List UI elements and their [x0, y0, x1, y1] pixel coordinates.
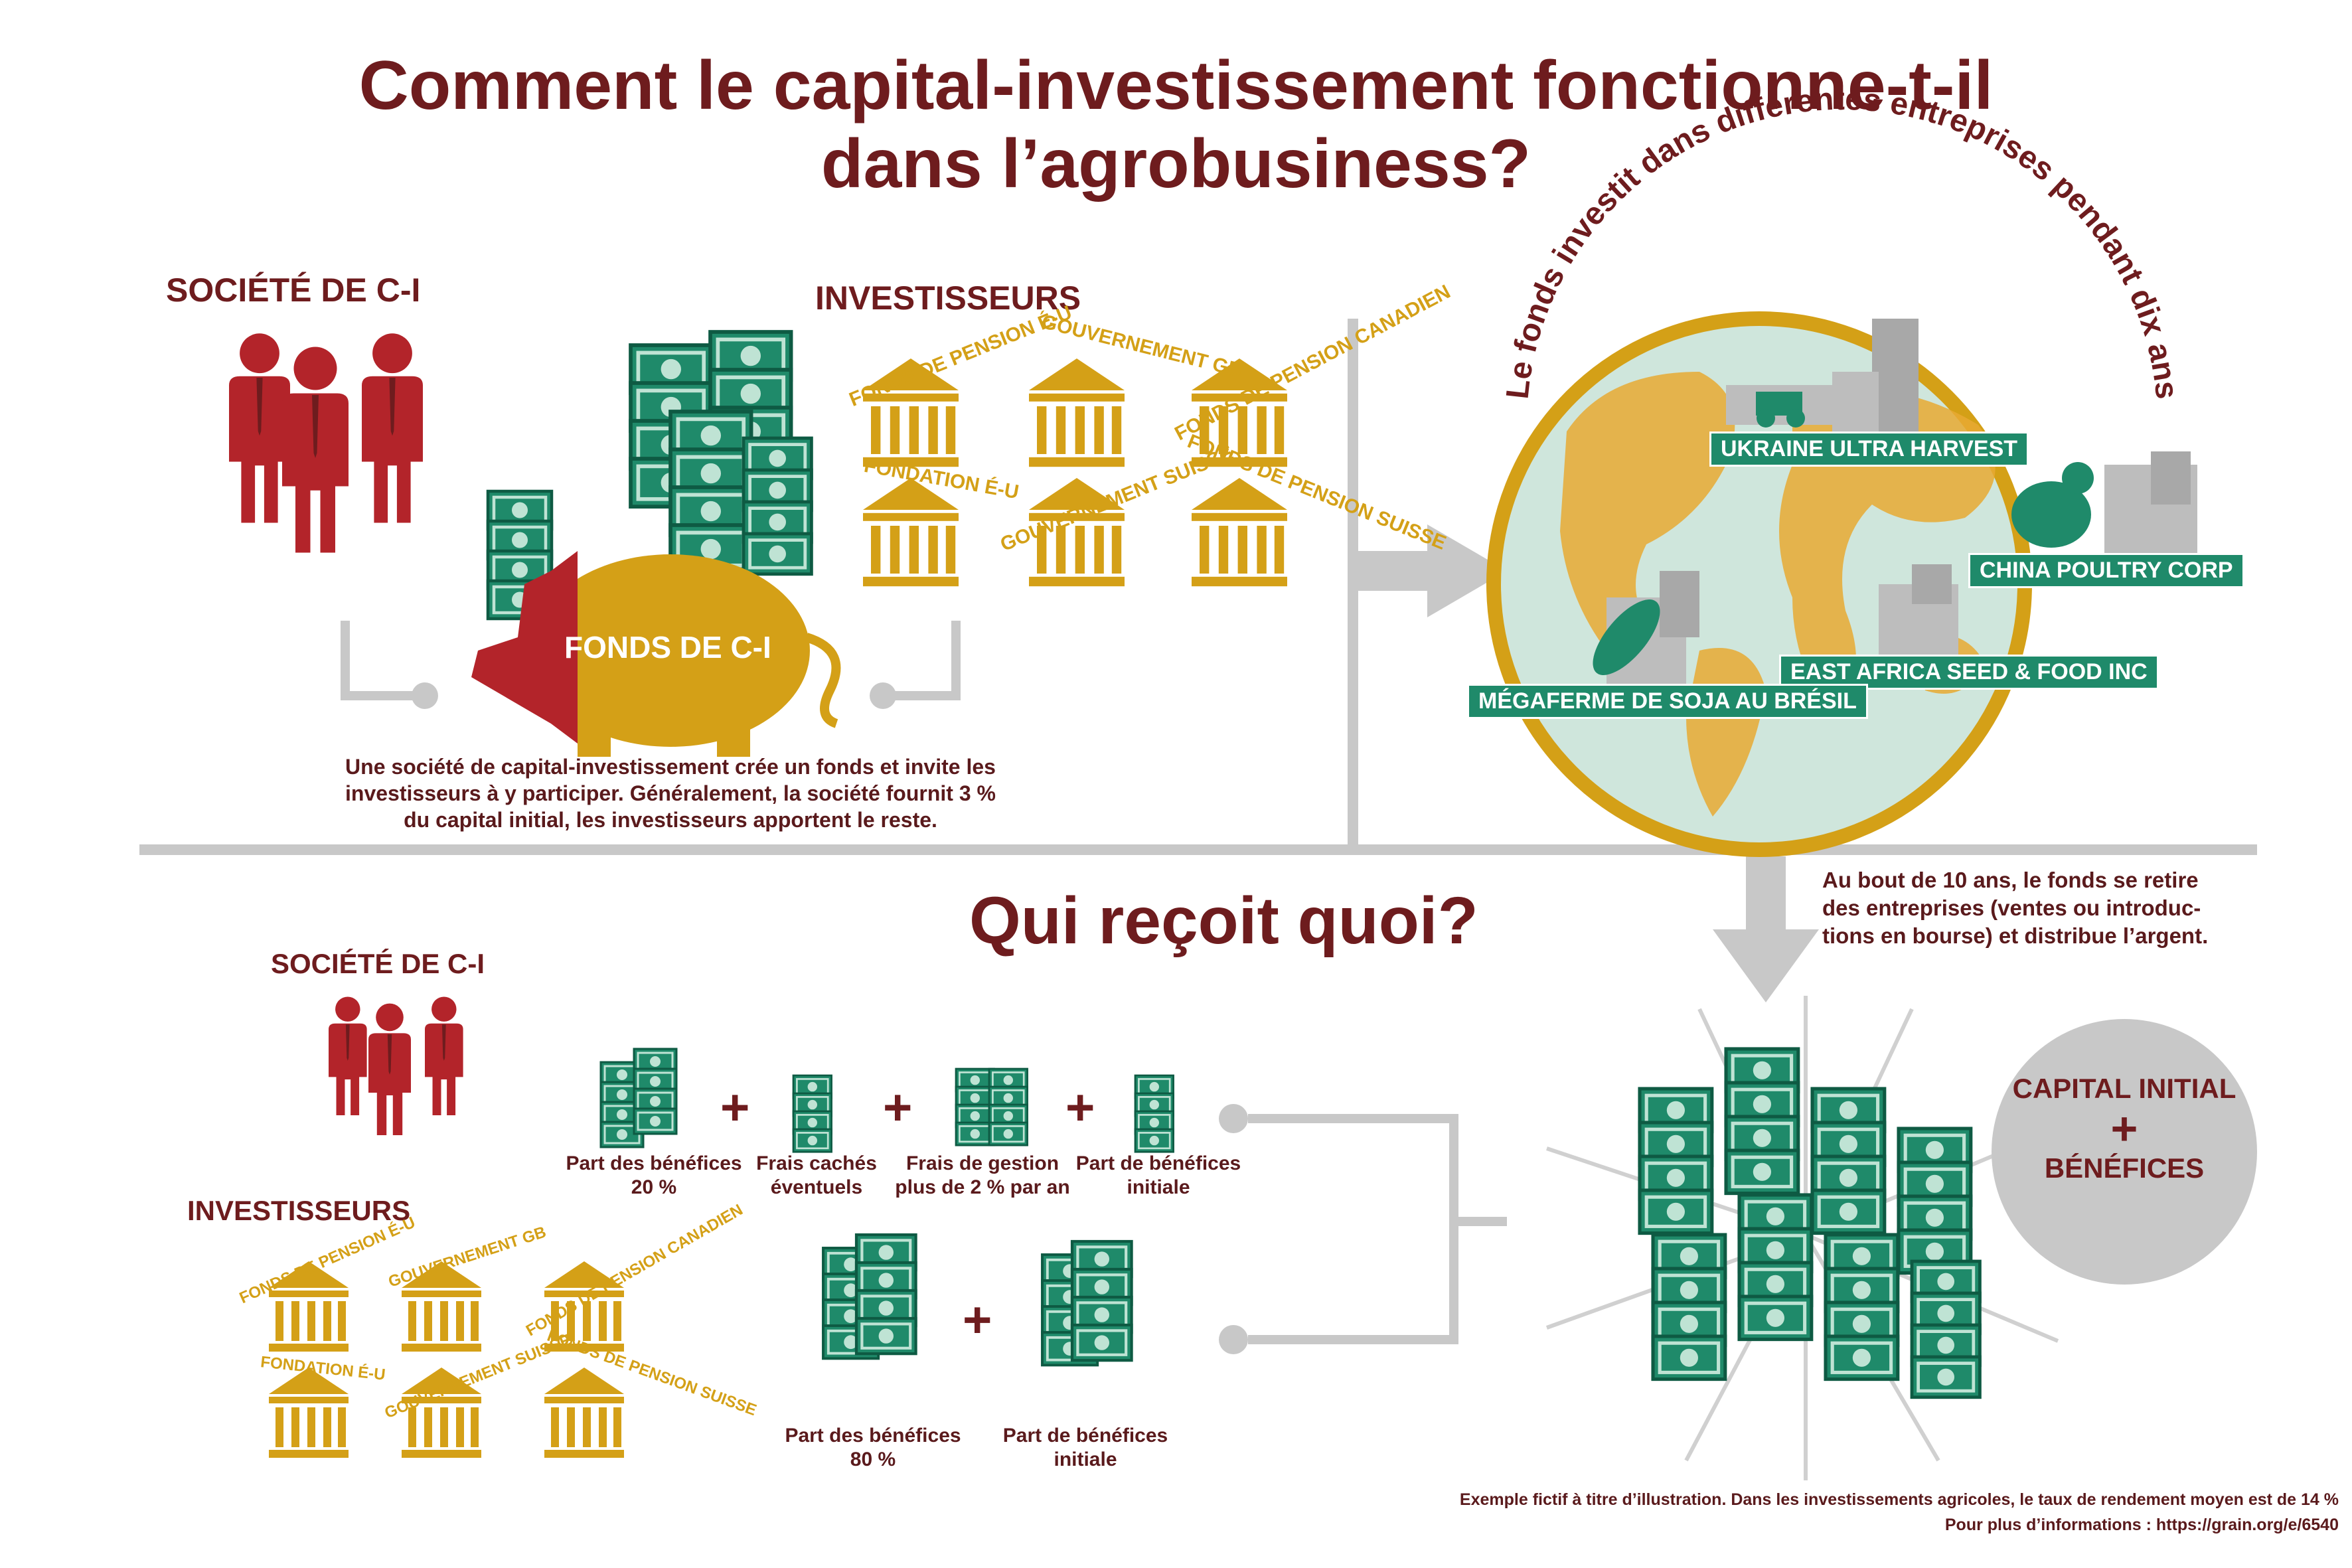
- footer-note: Exemple fictif à titre d’illustration. D…: [1459, 1490, 2339, 1534]
- investor-item-caption: Part de bénéfices initiale: [1002, 1425, 1168, 1470]
- payout-circle-text: CAPITAL INITIAL + BÉNÉFICES: [2012, 1073, 2236, 1184]
- section-title: Qui reçoit quoi?: [969, 884, 1478, 958]
- payout-money-stack-icon: [1640, 1049, 1980, 1397]
- investor-item-caption: Part des bénéfices 80 %: [785, 1425, 961, 1470]
- plus-sign: +: [963, 1292, 992, 1348]
- company-label-ukraine: UKRAINE ULTRA HARVEST: [1709, 431, 2029, 467]
- piggy-bank-icon: [471, 551, 841, 757]
- exit-text: Au bout de 10 ans, le fonds se retire de…: [1822, 868, 2209, 948]
- payout-circle: [1992, 1019, 2257, 1285]
- ci-firm-people-small-icon: [329, 996, 463, 1135]
- ci-firm-label: SOCIÉTÉ DE C-I: [166, 272, 421, 309]
- company-label-china: CHINA POULTRY CORP: [1968, 553, 2244, 588]
- horizontal-divider: [139, 844, 2257, 855]
- fund-label: FONDS DE C-I: [564, 630, 771, 665]
- ci-firm-people-icon: [229, 333, 423, 553]
- firm-item-caption: Part de bénéfices initiale: [1075, 1152, 1241, 1198]
- firm-item-caption: Frais de gestion plus de 2 % par an: [895, 1152, 1070, 1198]
- firm-item-caption: Part des bénéfices 20 %: [566, 1152, 742, 1198]
- page-title-line1: Comment le capital-investissement foncti…: [358, 47, 1994, 124]
- company-label-brazil: MÉGAFERME DE SOJA AU BRÉSIL: [1467, 684, 1868, 719]
- vertical-divider: [1348, 319, 1358, 850]
- investors-label: INVESTISSEURS: [815, 279, 1081, 317]
- plus-sign: +: [1065, 1079, 1095, 1136]
- page-title: Comment le capital-investissement foncti…: [0, 46, 2352, 203]
- ci-firm-label-bottom: SOCIÉTÉ DE C-I: [271, 948, 485, 979]
- right-arrow: [1358, 524, 1507, 617]
- page-title-line2: dans l’agrobusiness?: [821, 125, 1531, 202]
- investors-label-bottom: INVESTISSEURS: [187, 1195, 411, 1226]
- plus-sign: +: [720, 1079, 750, 1136]
- plus-sign: +: [883, 1079, 913, 1136]
- firm-item-caption: Frais cachés éventuels: [756, 1152, 877, 1198]
- fund-caption: Une société de capital-investissement cr…: [345, 755, 996, 832]
- down-arrow: [1713, 856, 1819, 1002]
